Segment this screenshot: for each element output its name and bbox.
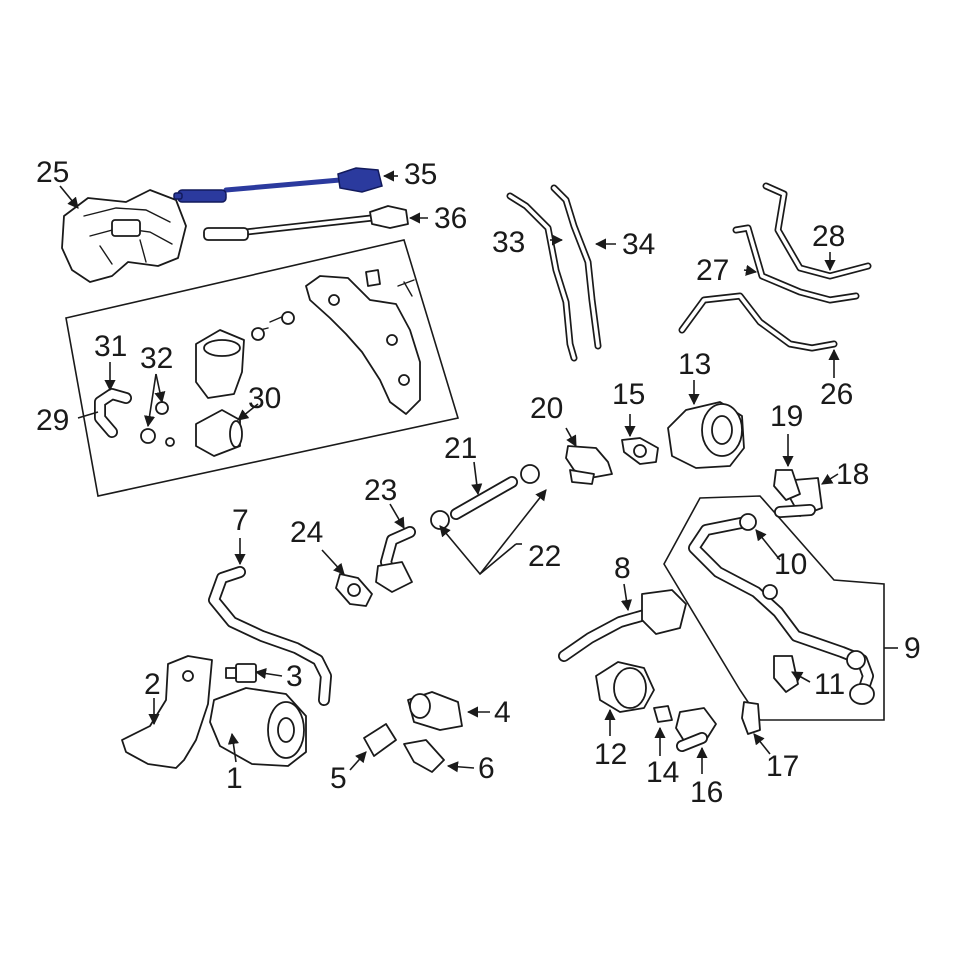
callout-20: 20: [530, 392, 563, 425]
callout-33: 33: [492, 226, 525, 259]
callout-9: 9: [904, 632, 921, 665]
callout-2: 2: [144, 668, 161, 701]
callout-29: 29: [36, 404, 69, 437]
callout-10: 10: [774, 548, 807, 581]
oxygen-sensor-part-36[interactable]: [203, 205, 409, 241]
valve-part-12[interactable]: [595, 661, 655, 713]
callout-11: 11: [814, 668, 845, 701]
bracket-part-2[interactable]: [121, 655, 213, 769]
hose-part-7[interactable]: [208, 566, 332, 706]
fitting-part-20[interactable]: [565, 445, 613, 485]
coupling-part-4[interactable]: [407, 691, 463, 731]
plug-part-5[interactable]: [363, 723, 397, 757]
kit-box-29: [65, 239, 460, 497]
callout-4: 4: [494, 696, 511, 729]
callout-7: 7: [232, 504, 249, 537]
pipe-part-28[interactable]: [762, 182, 872, 280]
callout-31: 31: [94, 330, 127, 363]
callout-27: 27: [696, 254, 729, 287]
clamps-part-32[interactable]: [140, 401, 175, 447]
leader-lines: [59, 170, 898, 774]
gasket-part-14[interactable]: [653, 705, 673, 723]
pipe-part-34[interactable]: [550, 184, 602, 350]
callout-24: 24: [290, 516, 323, 549]
pipe-part-16[interactable]: [675, 707, 717, 752]
callout-13: 13: [678, 348, 711, 381]
callout-17: 17: [766, 750, 799, 783]
pipe-part-26[interactable]: [678, 292, 838, 352]
callout-5: 5: [330, 762, 347, 795]
callout-28: 28: [812, 220, 845, 253]
callout-12: 12: [594, 738, 627, 771]
oxygen-sensor-part-35[interactable]: [173, 167, 383, 203]
gasket-part-19[interactable]: [773, 469, 801, 501]
callout-16: 16: [690, 776, 723, 809]
callout-34: 34: [622, 228, 655, 261]
clamp-part-10[interactable]: [739, 513, 778, 600]
callout-6: 6: [478, 752, 495, 785]
callout-30: 30: [248, 382, 281, 415]
callout-21: 21: [444, 432, 477, 465]
gasket-part-11[interactable]: [773, 650, 866, 693]
callout-25: 25: [36, 156, 69, 189]
bracket-assembly[interactable]: [305, 269, 421, 415]
pipe-part-27[interactable]: [732, 224, 860, 304]
hose-part-21[interactable]: [450, 476, 518, 520]
callout-32: 32: [140, 342, 173, 375]
callout-1: 1: [226, 762, 243, 795]
clamp-part-22[interactable]: [430, 464, 540, 530]
callout-23: 23: [364, 474, 397, 507]
elbow-part-23[interactable]: [375, 526, 416, 593]
callout-15: 15: [612, 378, 645, 411]
callout-19: 19: [770, 400, 803, 433]
gasket-part-17[interactable]: [741, 701, 761, 735]
callout-36: 36: [434, 202, 467, 235]
gasket-part-24[interactable]: [335, 573, 373, 607]
air-pump-part-30[interactable]: [195, 311, 295, 457]
air-pump-part-1[interactable]: [209, 687, 307, 767]
callout-14: 14: [646, 756, 679, 789]
callout-8: 8: [614, 552, 631, 585]
hose-part-31[interactable]: [94, 388, 132, 438]
callout-18: 18: [836, 458, 869, 491]
hose-box-9: [663, 495, 885, 721]
connector-part-3[interactable]: [225, 663, 257, 683]
callout-35: 35: [404, 158, 437, 191]
pipe-part-33[interactable]: [506, 192, 578, 362]
egr-valve-part-13[interactable]: [667, 401, 745, 469]
heat-shield-part-25[interactable]: [61, 189, 187, 283]
callout-labels: 25 35 36 31 32 29 30 33 34 28 27 26 13 1…: [36, 156, 921, 809]
gasket-part-15[interactable]: [621, 437, 659, 465]
callout-3: 3: [286, 660, 303, 693]
pipe-part-8[interactable]: [558, 589, 687, 662]
clip-part-6[interactable]: [403, 739, 445, 773]
callout-26: 26: [820, 378, 853, 411]
callout-22: 22: [528, 540, 561, 573]
